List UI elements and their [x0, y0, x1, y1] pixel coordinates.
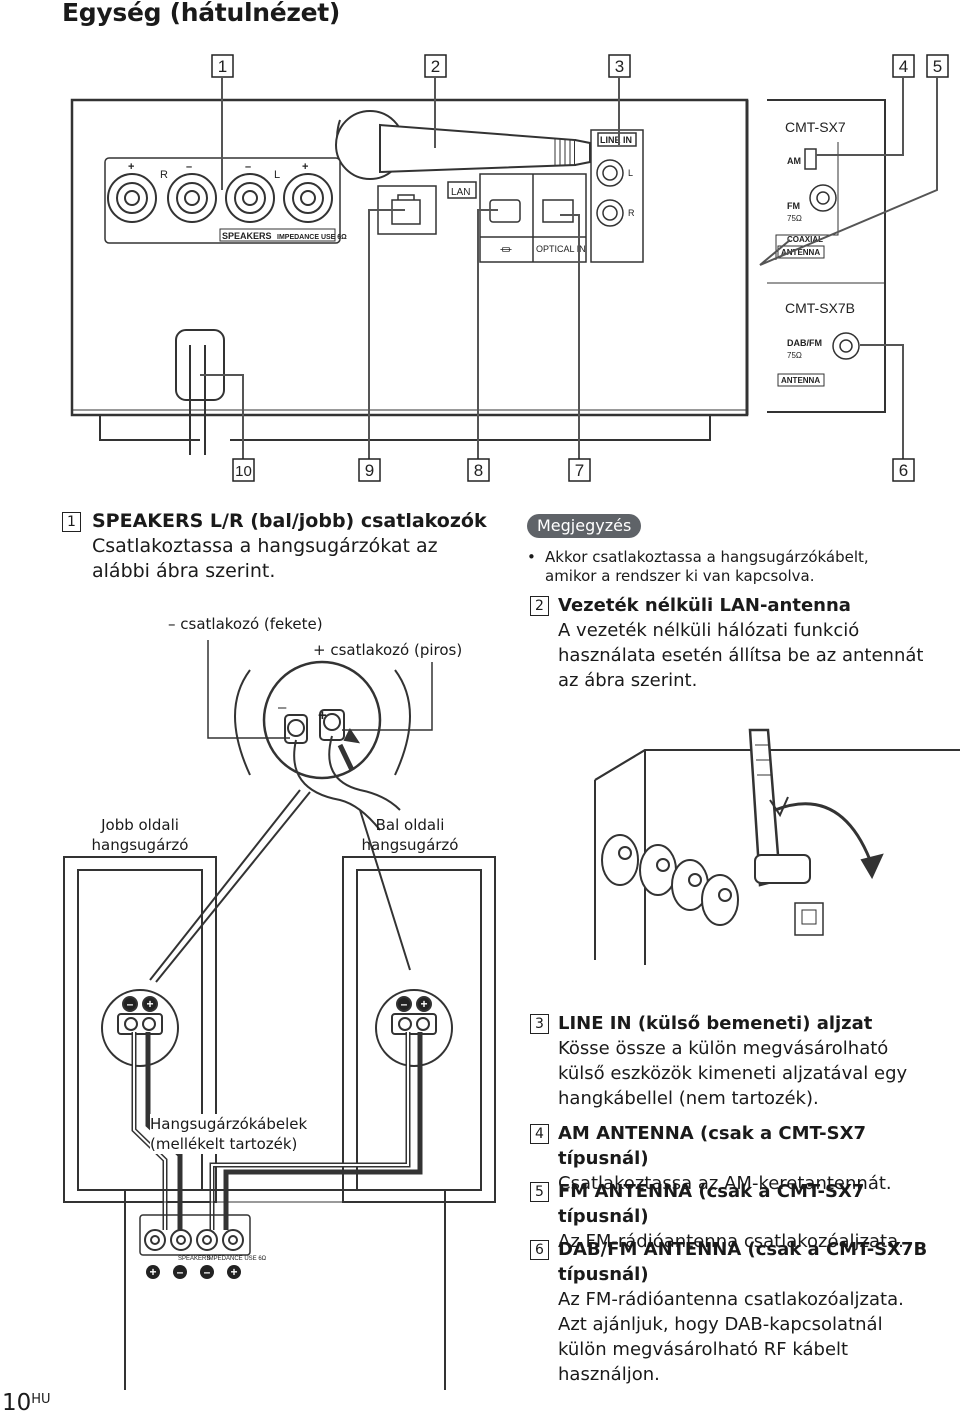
- item-6-number: 6: [530, 1240, 549, 1260]
- item-6-heading-line1: DAB/FM ANTENNA (csak a CMT-SX7B: [558, 1239, 928, 1260]
- wlan-antenna-shape: [335, 110, 591, 180]
- antenna-panel: [767, 99, 886, 413]
- model-label-sx7: CMT-SX7: [785, 119, 846, 135]
- item-2-number: 2: [530, 596, 549, 616]
- svg-text:+: +: [420, 997, 427, 1011]
- line-in-label: LINE IN: [600, 135, 632, 145]
- svg-text:+: +: [302, 161, 308, 173]
- svg-text:FM: FM: [787, 201, 800, 211]
- svg-text:–: –: [278, 699, 287, 716]
- optical-label: OPTICAL IN: [536, 244, 586, 254]
- callout-5: 5: [933, 57, 942, 76]
- svg-text:+: +: [149, 1265, 156, 1279]
- antenna-rotation-figure: [594, 728, 960, 965]
- lan-label: LAN: [451, 187, 470, 198]
- callout-4: 4: [899, 57, 908, 76]
- page-title: Egység (hátulnézet): [62, 0, 341, 27]
- speakers-label: SPEAKERS: [222, 231, 272, 241]
- svg-text:75Ω: 75Ω: [787, 351, 802, 360]
- item-1: SPEAKERS L/R (bal/jobb) csatlakozók Csat…: [92, 510, 487, 582]
- svg-text:–: –: [127, 997, 134, 1011]
- item-2-heading: Vezeték nélküli LAN-antenna: [558, 595, 851, 616]
- plus-connector-label: + csatlakozó (piros): [313, 641, 463, 659]
- terminal-closeup: [234, 660, 411, 831]
- callout-6: 6: [899, 461, 908, 480]
- item-5-heading: FM ANTENNA (csak a CMT-SX7 típusnál): [558, 1181, 865, 1227]
- speaker-terminals: [104, 157, 341, 244]
- optical-port: [542, 199, 574, 223]
- minus-connector-label: – csatlakozó (fekete): [168, 615, 323, 633]
- item-6: DAB/FM ANTENNA (csak a CMT-SX7B típusnál…: [558, 1239, 928, 1385]
- svg-text:+: +: [146, 997, 153, 1011]
- svg-text:+: +: [128, 161, 134, 173]
- top-callouts: [211, 54, 949, 78]
- callout-8: 8: [474, 461, 483, 480]
- item-5: FM ANTENNA (csak a CMT-SX7 típusnál) Az …: [558, 1179, 960, 1254]
- rear-panel-diagram: 1 2 3 4 5 + – – + R L: [70, 54, 949, 482]
- item-5-number: 5: [530, 1182, 549, 1202]
- left-speaker-label: Bal oldali hangsugárzó: [361, 816, 459, 854]
- right-speaker-label: Jobb oldali hangsugárzó: [91, 816, 189, 854]
- item-1-heading: SPEAKERS L/R (bal/jobb) csatlakozók: [92, 510, 487, 532]
- svg-text:DAB/FM: DAB/FM: [787, 338, 822, 348]
- item-3-heading: LINE IN (külső bemeneti) aljzat: [558, 1013, 873, 1034]
- callout-2: 2: [431, 57, 440, 76]
- note-bullet: •: [527, 548, 536, 566]
- callout-1: 1: [218, 57, 227, 76]
- note-badge: Megjegyzés: [527, 514, 642, 538]
- svg-text:+: +: [230, 1265, 237, 1279]
- cables-label: Hangsugárzókábelek (mellékelt tartozék): [150, 1114, 308, 1154]
- item-3-number: 3: [530, 1014, 549, 1034]
- svg-text:ANTENNA: ANTENNA: [781, 376, 820, 385]
- item-4-heading: AM ANTENNA (csak a CMT-SX7 típusnál): [558, 1123, 867, 1169]
- svg-text:L: L: [628, 168, 633, 178]
- item-3: LINE IN (külső bemeneti) aljzat Kösse ös…: [558, 1013, 908, 1109]
- svg-text:L: L: [274, 169, 280, 181]
- svg-text:R: R: [628, 208, 635, 218]
- item-4-number: 4: [530, 1124, 549, 1144]
- svg-text:–: –: [177, 1265, 184, 1279]
- item-2: Vezeték nélküli LAN-antenna A vezeték né…: [558, 595, 924, 691]
- callout-3: 3: [615, 57, 624, 76]
- note-text: Akkor csatlakoztassa a hangsugárzókábelt…: [545, 548, 869, 585]
- svg-text:–: –: [204, 1265, 211, 1279]
- svg-text:–: –: [401, 997, 408, 1011]
- svg-text:COAXIAL: COAXIAL: [787, 235, 823, 244]
- svg-text:+: +: [318, 707, 327, 724]
- power-cord: [175, 329, 225, 455]
- callout-7: 7: [575, 461, 584, 480]
- mini-polarity-icons: [146, 1265, 241, 1279]
- svg-text:AM: AM: [787, 156, 801, 166]
- svg-text:75Ω: 75Ω: [787, 214, 802, 223]
- line-in-jacks: [590, 129, 644, 263]
- left-speaker-terminal: [375, 989, 453, 1067]
- mini-unit: [124, 1189, 446, 1390]
- model-label-sx7b: CMT-SX7B: [785, 300, 855, 316]
- svg-text:R: R: [160, 169, 168, 181]
- svg-text:–: –: [245, 161, 251, 173]
- item-6-heading-line2: típusnál): [558, 1264, 649, 1285]
- chassis: [70, 98, 749, 441]
- item-4: AM ANTENNA (csak a CMT-SX7 típusnál) Csa…: [558, 1121, 960, 1196]
- usb-icon: ⏛: [500, 243, 512, 257]
- item-1-number: 1: [62, 512, 81, 532]
- impedance-label: IMPEDANCE USE 6Ω: [277, 234, 347, 241]
- svg-text:SPEAKERS: SPEAKERS: [178, 1256, 210, 1262]
- right-speaker-terminal: [101, 989, 179, 1067]
- callout-10: 10: [235, 463, 252, 480]
- svg-text:IMPEDANCE USE 6Ω: IMPEDANCE USE 6Ω: [207, 1256, 267, 1262]
- page-number: 10HU: [2, 1390, 51, 1416]
- svg-text:ANTENNA: ANTENNA: [781, 248, 820, 257]
- svg-text:–: –: [186, 161, 192, 173]
- speaker-connection-figure: – + – + – +: [63, 640, 496, 1390]
- callout-9: 9: [365, 461, 374, 480]
- leader-lines: [200, 77, 938, 460]
